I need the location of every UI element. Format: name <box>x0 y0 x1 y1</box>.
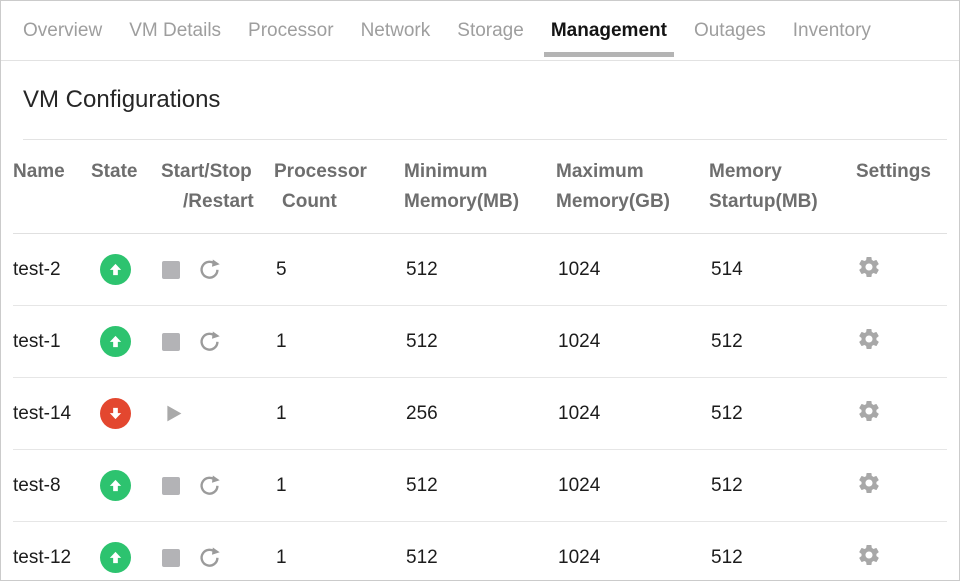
cell-vm-name: test-12 <box>13 547 91 569</box>
cell-controls <box>161 403 274 424</box>
tab-inventory[interactable]: Inventory <box>792 19 871 41</box>
cell-max-memory: 1024 <box>558 330 601 352</box>
state-up-icon <box>100 254 131 285</box>
cell-controls <box>161 329 274 354</box>
stop-button[interactable] <box>162 332 180 351</box>
column-header-state: State <box>91 161 138 182</box>
gear-icon[interactable] <box>857 327 881 351</box>
cell-memory-startup: 512 <box>711 402 743 424</box>
gear-icon[interactable] <box>857 471 881 495</box>
cell-processor-count: 1 <box>276 474 287 496</box>
table-row: test-8 1 512 1024 512 <box>13 450 947 522</box>
tab-vm-details[interactable]: VM Details <box>129 19 222 41</box>
cell-vm-name: test-1 <box>13 331 91 353</box>
restart-button[interactable] <box>197 473 222 498</box>
cell-max-memory: 1024 <box>558 546 601 568</box>
play-button[interactable] <box>163 403 184 424</box>
vm-configurations-table: Name State Start/Stop /Restart Processor… <box>13 140 947 580</box>
column-header-memory-startup: Memory Startup(MB) <box>709 161 818 212</box>
cell-vm-name: test-14 <box>13 403 91 425</box>
section-divider <box>23 139 947 140</box>
cell-settings <box>856 399 947 429</box>
tab-network[interactable]: Network <box>360 19 431 41</box>
table-row: test-2 5 512 1024 514 <box>13 234 947 306</box>
cell-max-memory: 1024 <box>558 474 601 496</box>
table-body: test-2 5 512 1024 514 <box>13 234 947 580</box>
state-up-icon <box>100 542 131 573</box>
cell-controls <box>161 473 274 498</box>
column-header-minimum-memory: Minimum Memory(MB) <box>404 161 520 212</box>
table-row: test-1 1 512 1024 512 <box>13 306 947 378</box>
column-header-settings: Settings <box>856 161 931 182</box>
cell-processor-count: 5 <box>276 258 287 280</box>
cell-min-memory: 512 <box>406 258 438 280</box>
cell-max-memory: 1024 <box>558 402 601 424</box>
cell-state <box>91 398 161 429</box>
cell-state <box>91 254 161 285</box>
state-up-icon <box>100 326 131 357</box>
column-header-name: Name <box>13 161 65 182</box>
cell-state <box>91 542 161 573</box>
tab-bar: Overview VM Details Processor Network St… <box>1 1 959 61</box>
cell-controls <box>161 545 274 570</box>
cell-memory-startup: 512 <box>711 474 743 496</box>
cell-processor-count: 1 <box>276 330 287 352</box>
table-row: test-14 1 256 1024 512 <box>13 378 947 450</box>
cell-min-memory: 512 <box>406 474 438 496</box>
state-down-icon <box>100 398 131 429</box>
cell-settings <box>856 471 947 501</box>
cell-min-memory: 512 <box>406 546 438 568</box>
gear-icon[interactable] <box>857 255 881 279</box>
cell-processor-count: 1 <box>276 402 287 424</box>
cell-memory-startup: 512 <box>711 330 743 352</box>
cell-settings <box>856 327 947 357</box>
tab-overview[interactable]: Overview <box>23 19 103 41</box>
cell-settings <box>856 255 947 285</box>
page-title: VM Configurations <box>23 86 221 113</box>
tab-management[interactable]: Management <box>543 1 675 60</box>
cell-min-memory: 256 <box>406 402 438 424</box>
stop-button[interactable] <box>162 476 180 495</box>
table-row: test-12 1 512 1024 512 <box>13 522 947 580</box>
stop-button[interactable] <box>162 260 180 279</box>
tab-storage[interactable]: Storage <box>457 19 524 41</box>
tab-outages[interactable]: Outages <box>693 19 766 41</box>
gear-icon[interactable] <box>857 543 881 567</box>
column-header-maximum-memory: Maximum Memory(GB) <box>556 161 671 212</box>
stop-button[interactable] <box>162 548 180 567</box>
cell-vm-name: test-8 <box>13 475 91 497</box>
table-header-row: Name State Start/Stop /Restart Processor… <box>13 140 947 234</box>
cell-state <box>91 470 161 501</box>
cell-controls <box>161 257 274 282</box>
column-header-processor-count: Processor Count <box>274 161 367 212</box>
cell-processor-count: 1 <box>276 546 287 568</box>
column-header-start-stop-restart: Start/Stop /Restart <box>161 161 254 212</box>
state-up-icon <box>100 470 131 501</box>
restart-button[interactable] <box>197 257 222 282</box>
cell-vm-name: test-2 <box>13 259 91 281</box>
vm-name: test-12 <box>13 546 72 568</box>
cell-max-memory: 1024 <box>558 258 601 280</box>
vm-name: test-14 <box>13 402 72 424</box>
tab-processor[interactable]: Processor <box>248 19 334 41</box>
cell-state <box>91 326 161 357</box>
restart-button[interactable] <box>197 329 222 354</box>
cell-memory-startup: 512 <box>711 546 743 568</box>
cell-settings <box>856 543 947 573</box>
cell-memory-startup: 514 <box>711 258 743 280</box>
vm-name: test-2 <box>13 258 61 280</box>
vm-name: test-8 <box>13 474 61 496</box>
section-header: VM Configurations <box>1 61 959 139</box>
vm-name: test-1 <box>13 330 61 352</box>
cell-min-memory: 512 <box>406 330 438 352</box>
restart-button[interactable] <box>197 545 222 570</box>
gear-icon[interactable] <box>857 399 881 423</box>
